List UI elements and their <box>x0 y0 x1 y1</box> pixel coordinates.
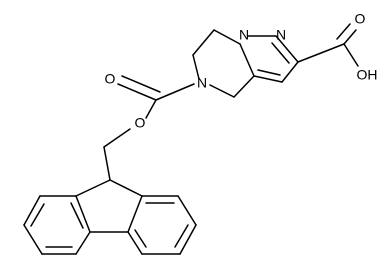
bond-right-ring-2 <box>177 195 197 226</box>
bond-c2-c3 <box>281 61 299 83</box>
bond-c3-c3a <box>253 75 283 83</box>
bond-left-ring-2 <box>23 195 41 226</box>
bond-o-ester-ch2 <box>103 128 131 148</box>
bond-c2-cooh <box>297 43 345 63</box>
bond-c7-c6 <box>192 29 215 56</box>
bond-cooh-oh <box>343 43 359 67</box>
atom-labels: N N N O O O OH <box>105 11 378 131</box>
bond-left-ring-6 <box>75 195 91 233</box>
bond-n5-c4 <box>209 84 235 98</box>
atom-o-ester: O <box>135 115 146 131</box>
atom-oh: OH <box>357 67 378 83</box>
bond-c3a-n1 <box>239 43 255 77</box>
bonds <box>23 23 359 255</box>
bond-right-ring-3-inner <box>174 224 189 248</box>
bond-left-ring-2-inner <box>30 203 45 227</box>
bond-c4-c3a <box>233 75 255 98</box>
atom-o-carbonyl-left: O <box>105 71 116 87</box>
bond-cooh-o-double-a <box>343 29 357 45</box>
atom-n2: N <box>276 27 286 43</box>
bond-right-ring-3 <box>179 224 197 255</box>
bond-right-ring-5 <box>127 231 143 255</box>
bond-c9-c9a-right <box>109 179 143 197</box>
bond-cooh-o-double-b <box>336 23 351 40</box>
atom-o-carbonyl-right: O <box>355 11 366 27</box>
bond-n2-c2 <box>275 35 299 63</box>
bond-ch2-c9 <box>103 146 111 181</box>
bond-carbamate-o-double-a <box>117 83 157 101</box>
bond-c9-c9a-left <box>75 179 111 197</box>
bond-n5-ccarbamate <box>155 83 195 101</box>
atom-n5: N <box>197 75 207 91</box>
bond-n1-c7 <box>213 29 241 45</box>
bond-carbamate-o-double-b <box>121 75 161 93</box>
bond-right-ring-6 <box>127 195 143 233</box>
bond-c6-n5 <box>192 54 200 80</box>
bond-n2-c2-inner <box>271 42 290 64</box>
bond-right-ring-5-inner <box>134 229 147 248</box>
atom-n1: N <box>239 27 249 43</box>
bond-left-ring-5 <box>75 231 91 255</box>
bond-left-ring-3 <box>23 224 43 255</box>
bond-c3-c3a-inner <box>257 69 281 76</box>
bond-carbamate-o-ester <box>145 99 157 119</box>
bond-left-ring-6-inner <box>70 202 84 229</box>
